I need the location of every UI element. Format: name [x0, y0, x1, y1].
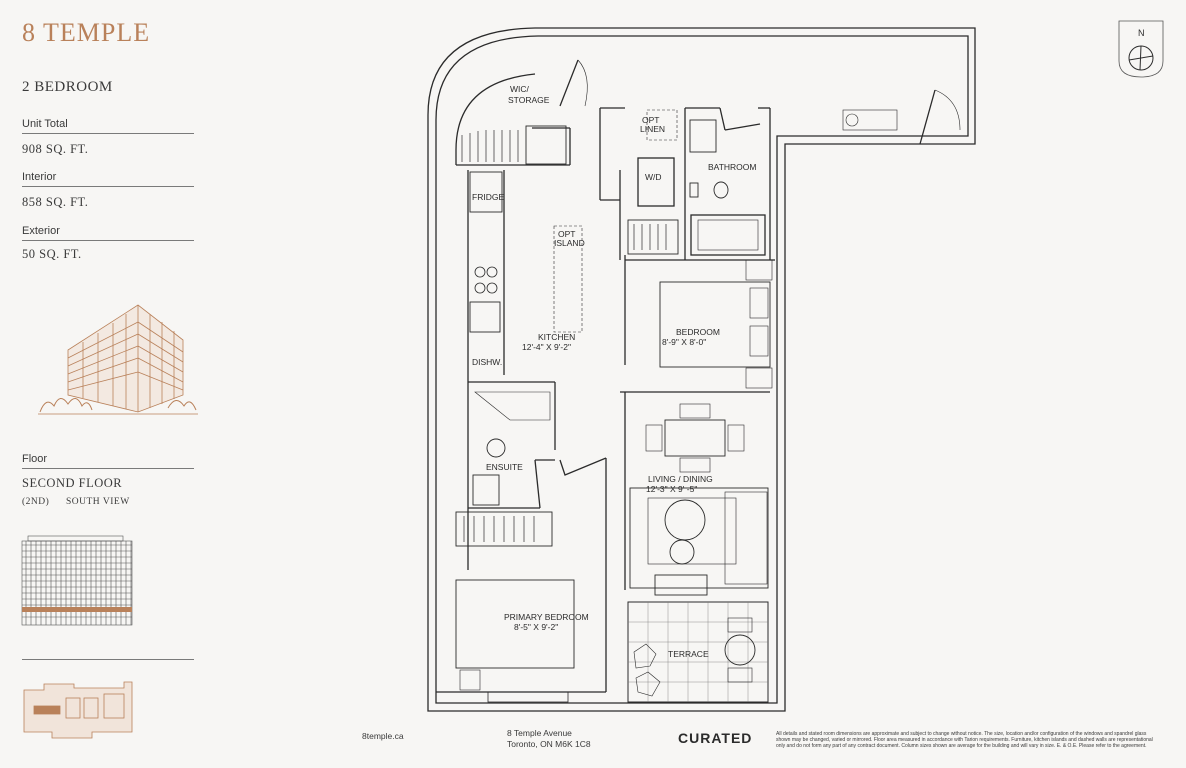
- divider: [22, 468, 194, 469]
- room-living-dimensions: 12'-3" X 9' -5": [646, 484, 697, 494]
- opt-island-label-1: OPT: [558, 229, 575, 239]
- elevation-drawing: [21, 535, 133, 626]
- opt-island-label-2: ISLAND: [554, 238, 585, 248]
- room-bedroom-label: BEDROOM: [676, 327, 720, 337]
- exterior-value: 50 SQ. FT.: [22, 247, 82, 261]
- curated-logo: CURATED: [678, 730, 753, 746]
- room-terrace-label: TERRACE: [668, 649, 709, 659]
- divider: [22, 659, 194, 660]
- unit-total-value: 908 SQ. FT.: [22, 142, 89, 156]
- unit-total-label: Unit Total: [22, 118, 68, 130]
- room-bathroom-label: BATHROOM: [708, 162, 756, 172]
- floor-code: (2ND): [22, 497, 50, 507]
- building-illustration: [38, 304, 198, 415]
- disclaimer-text: All details and stated room dimensions a…: [776, 731, 1153, 749]
- floor-plan: WIC/ STORAGE OPT LINEN W/D BATHROOM FRID…: [427, 27, 976, 712]
- fridge-label: FRIDGE: [472, 192, 504, 202]
- opt-linen-label-2: LINEN: [640, 124, 665, 134]
- interior-value: 858 SQ. FT.: [22, 195, 89, 209]
- washer-dryer-label: W/D: [645, 172, 662, 182]
- room-living-label: LIVING / DINING: [648, 474, 713, 484]
- floor-value: SECOND FLOOR: [22, 476, 123, 490]
- divider: [22, 186, 194, 187]
- room-wic-label: WIC/: [510, 84, 530, 94]
- website-link[interactable]: 8temple.ca: [362, 731, 404, 741]
- room-primary-bedroom-dimensions: 8'-5" X 9'-2": [514, 622, 558, 632]
- dishwasher-label: DISHW.: [472, 357, 502, 367]
- room-bedroom-dimensions: 8'-9" X 8'-0": [662, 337, 706, 347]
- north-compass: N: [1118, 20, 1164, 78]
- address-line-2: Toronto, ON M6K 1C8: [507, 739, 591, 749]
- brand-logo: 8 TEMPLE: [22, 18, 151, 47]
- address-line-1: 8 Temple Avenue: [507, 728, 572, 738]
- floor-view: SOUTH VIEW: [66, 497, 130, 507]
- room-primary-bedroom-label: PRIMARY BEDROOM: [504, 612, 589, 622]
- room-kitchen-dimensions: 12'-4" X 9'-2": [522, 342, 571, 352]
- divider: [22, 133, 194, 134]
- floor-label: Floor: [22, 453, 48, 465]
- room-storage-label: STORAGE: [508, 95, 550, 105]
- exterior-label: Exterior: [22, 225, 60, 237]
- divider: [22, 240, 194, 241]
- opt-linen-label-1: OPT: [642, 115, 659, 125]
- interior-label: Interior: [22, 171, 57, 183]
- site-plan: [23, 681, 133, 739]
- room-ensuite-label: ENSUITE: [486, 462, 523, 472]
- room-kitchen-label: KITCHEN: [538, 332, 575, 342]
- unit-type: 2 BEDROOM: [22, 79, 113, 95]
- north-label: N: [1138, 28, 1145, 38]
